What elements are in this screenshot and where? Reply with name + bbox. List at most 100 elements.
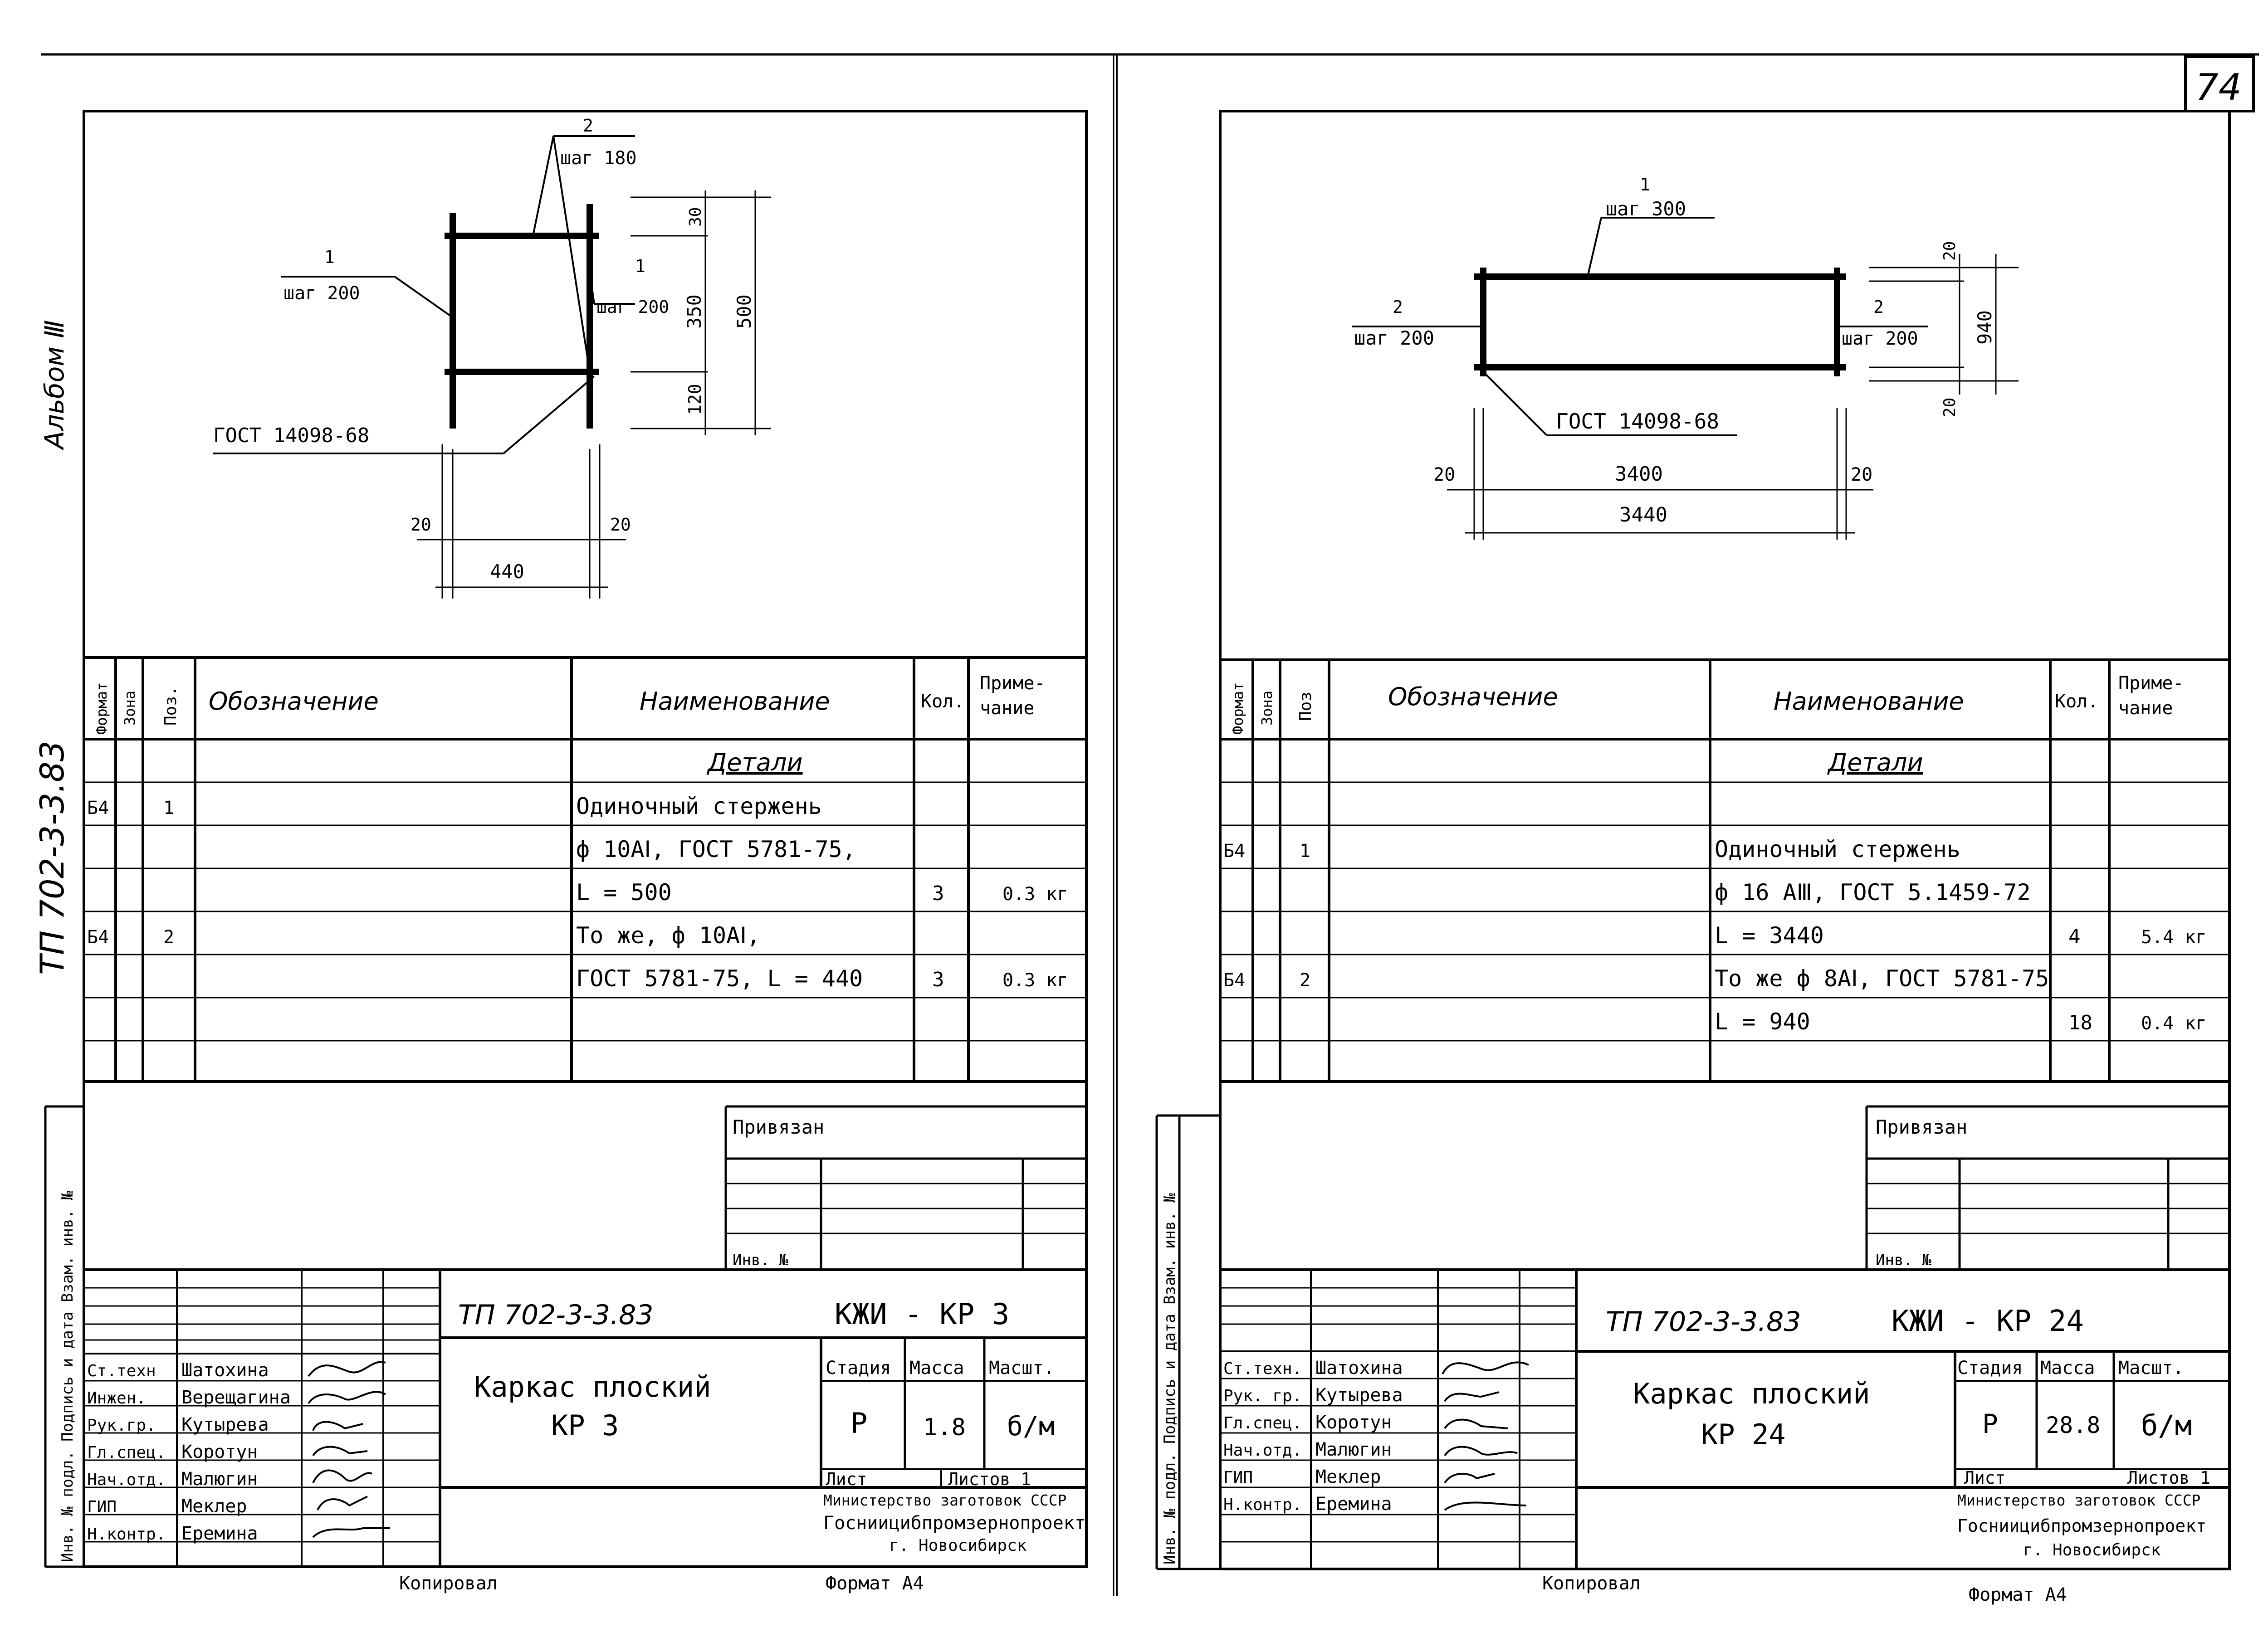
- h-format-r: Формат: [1229, 682, 1246, 735]
- right-spec-table: [1220, 658, 2229, 1083]
- stage-header: Стадия: [826, 1358, 891, 1379]
- side-stamp: Инв. № подл. Подпись и дата Взам. инв. №: [59, 1191, 77, 1562]
- dim-20-left: 20: [1433, 464, 1455, 485]
- pos1-right-step: шаг 200: [596, 297, 669, 317]
- signer-role: Н.контр.: [87, 1525, 166, 1544]
- h-zone-r: Зона: [1258, 691, 1276, 726]
- spec-pos-cell: 2: [1300, 970, 1310, 991]
- spec-name-cell: ф 16 АⅢ, ГОСТ 5.1459-72: [1715, 879, 2031, 906]
- sheet-label: Лист: [826, 1469, 867, 1489]
- spec-format-cell: Б4: [87, 798, 109, 818]
- spec-qty-cell: 18: [2068, 1011, 2092, 1034]
- copied-label-r: Копировал: [1542, 1573, 1641, 1594]
- privyazan-label-r: Привязан: [1876, 1116, 1967, 1138]
- signer-role: Рук.гр.: [87, 1416, 156, 1435]
- pos2-left-label: 2: [1393, 297, 1403, 317]
- h-name: Наименование: [640, 687, 830, 716]
- spec-qty-cell: 3: [932, 882, 944, 905]
- pos2-right-step: шаг 200: [1842, 328, 1918, 349]
- pos2-left-step: шаг 200: [1354, 327, 1434, 349]
- pos1-label: 1: [1640, 175, 1650, 195]
- signer-name: Кутырева: [181, 1414, 269, 1435]
- scale-value-r: б/м: [2141, 1409, 2192, 1442]
- h-qty: Кол.: [921, 691, 964, 712]
- pos1-left-step: шаг 200: [284, 283, 360, 304]
- inv-label-r: Инв. №: [1876, 1251, 1931, 1269]
- spec-name-cell: Детали: [1827, 748, 1923, 777]
- dim-440: 440: [490, 560, 524, 583]
- sheet-label-r: Лист: [1964, 1468, 2006, 1488]
- scale-value: б/м: [1007, 1411, 1055, 1442]
- spec-name-cell: L = 3440: [1715, 922, 1824, 949]
- signer-role: Ст.техн.: [1223, 1359, 1302, 1378]
- dim-500: 500: [733, 294, 755, 329]
- title-name-1: Каркас плоский: [474, 1370, 711, 1403]
- inv-label: Инв. №: [733, 1251, 788, 1269]
- copied-label: Копировал: [399, 1573, 498, 1594]
- signer-role: Нач.отд.: [1223, 1441, 1302, 1460]
- dim-350: 350: [683, 294, 705, 329]
- signer-role: Гл.спец.: [1223, 1414, 1302, 1432]
- h-pos-r: Поз: [1296, 692, 1315, 721]
- right-signatures: [1442, 1361, 1529, 1511]
- dim-20-right: 20: [1851, 464, 1872, 485]
- signer-role: Рук. гр.: [1223, 1387, 1302, 1405]
- dim-3440: 3440: [1619, 503, 1667, 526]
- dim-3400: 3400: [1615, 463, 1663, 486]
- album-label: Альбом Ⅲ: [39, 320, 70, 451]
- dim-30: 30: [686, 207, 705, 227]
- pos2-right-label: 2: [1873, 297, 1884, 317]
- spec-name-cell: Детали: [707, 748, 803, 777]
- signer-role: Ст.техн: [87, 1362, 156, 1380]
- h-zone: Зона: [121, 691, 138, 726]
- signer-name: Еремина: [1315, 1494, 1392, 1515]
- right-sheet: Инв. № подл. Подпись и дата Взам. инв. №: [1155, 110, 2231, 1605]
- h-note: Приме-чание: [980, 673, 1046, 719]
- spec-name-cell: ф 10АⅠ, ГОСТ 5781-75,: [576, 836, 856, 862]
- mass-header-r: Масса: [2040, 1358, 2095, 1379]
- spec-name-cell: L = 500: [576, 879, 672, 906]
- spec-note-cell: 0.3 кг: [1002, 970, 1068, 991]
- h-format: Формат: [93, 682, 110, 735]
- title-code: ТП 702-3-3.83: [458, 1299, 653, 1331]
- privyazan-label: Привязан: [733, 1116, 824, 1138]
- h-designation: Обозначение: [209, 687, 379, 716]
- signer-name: Меклер: [181, 1496, 247, 1517]
- right-cage-drawing: [1352, 217, 2019, 540]
- h-pos: Поз.: [161, 686, 180, 726]
- dim-120: 120: [685, 384, 705, 415]
- spec-name-cell: ГОСТ 5781-75, L = 440: [576, 965, 863, 992]
- spec-name-cell: То же, ф 10АⅠ,: [576, 922, 760, 949]
- pos2-label: 2: [583, 116, 593, 136]
- signer-name: Коротун: [1315, 1412, 1392, 1433]
- spec-note-cell: 0.4 кг: [2141, 1013, 2207, 1034]
- spec-name-cell: Одиночный стержень: [1715, 836, 1960, 862]
- spec-note-cell: 0.3 кг: [1002, 884, 1068, 905]
- dim-940: 940: [1974, 310, 1996, 345]
- signer-name: Малюгин: [1315, 1439, 1392, 1460]
- spec-format-cell: Б4: [1223, 970, 1245, 991]
- signer-role: Инжен.: [87, 1389, 146, 1408]
- stage-header-r: Стадия: [1957, 1358, 2023, 1379]
- pos1-left-label: 1: [324, 247, 335, 267]
- dim-20a: 20: [411, 515, 431, 535]
- title-name-2: КР 3: [551, 1409, 619, 1442]
- spec-name-cell: Одиночный стержень: [576, 793, 822, 819]
- mass-value: 1.8: [923, 1414, 966, 1441]
- left-title-block: [84, 1268, 1086, 1567]
- spec-format-cell: Б4: [1223, 841, 1245, 862]
- h-qty-r: Кол.: [2055, 691, 2098, 712]
- org-city: г. Новосибирск: [889, 1536, 1027, 1555]
- side-code: ТП 702-3-3.83: [33, 741, 71, 975]
- h-note-r: Приме-чание: [2118, 673, 2184, 719]
- signer-name: Шатохина: [181, 1360, 269, 1381]
- stage-value-r: Р: [1982, 1408, 1998, 1439]
- signer-role: Гл.спец.: [87, 1443, 166, 1462]
- org-ministry: Министерство заготовок СССР: [823, 1491, 1066, 1509]
- scale-header-r: Масшт.: [2118, 1358, 2184, 1379]
- org-city-r: г. Новосибирск: [2023, 1541, 2161, 1559]
